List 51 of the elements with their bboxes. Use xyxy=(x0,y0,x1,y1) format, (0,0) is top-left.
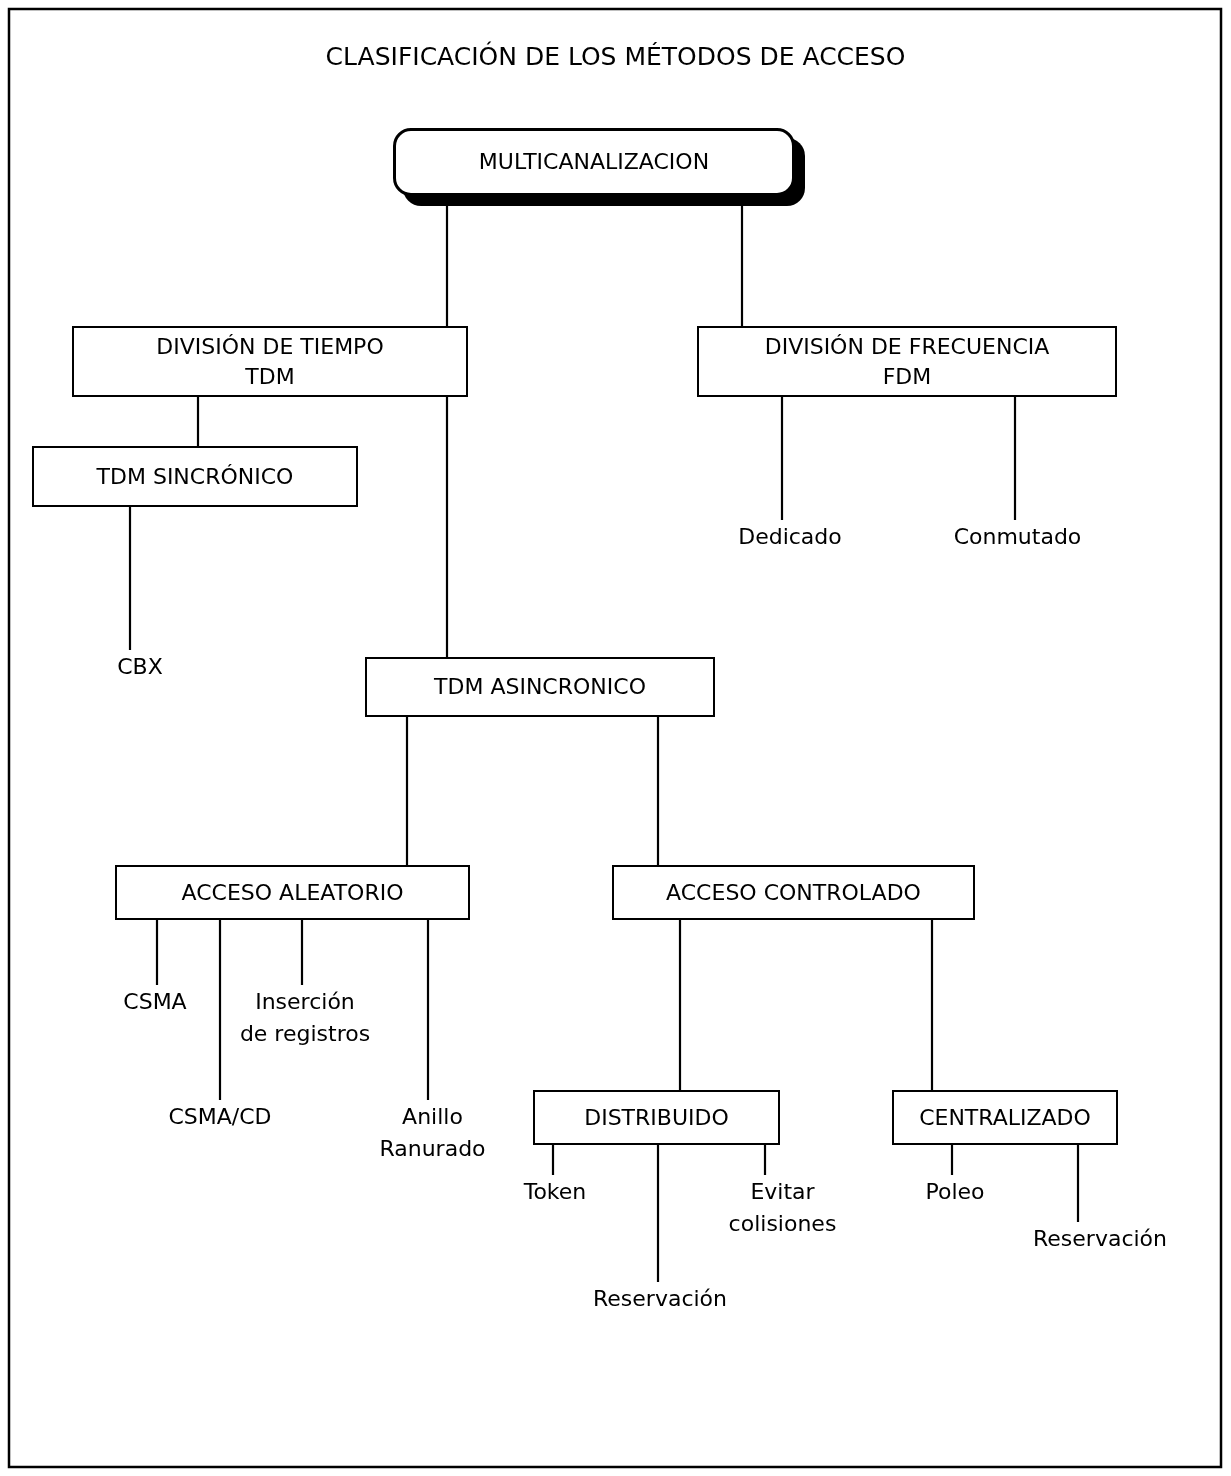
connector-line xyxy=(128,507,132,650)
box-text: MULTICANALIZACION xyxy=(478,148,710,176)
method-label: CBX xyxy=(105,650,175,684)
connector-line xyxy=(426,920,430,1100)
connector-line xyxy=(1013,397,1017,520)
method-label: Poleo xyxy=(910,1175,1000,1209)
box-text: FDM xyxy=(882,362,932,391)
connector-line xyxy=(930,920,934,1090)
connector-line xyxy=(551,1145,555,1175)
root-box xyxy=(393,128,795,196)
method-label: Dedicado xyxy=(715,520,865,554)
connector-line xyxy=(780,397,784,520)
category-box xyxy=(697,326,1117,397)
box-text: TDM SINCRÓNICO xyxy=(96,462,294,491)
category-box xyxy=(72,326,468,397)
connector-line xyxy=(405,717,409,865)
connector-line xyxy=(155,920,159,985)
method-label: Inserción de registros xyxy=(225,985,385,1051)
connector-line xyxy=(300,920,304,985)
category-box xyxy=(32,446,358,507)
connector-line xyxy=(218,920,222,1100)
box-text: TDM ASINCRONICO xyxy=(434,673,646,701)
box-text: DISTRIBUIDO xyxy=(584,1103,729,1132)
category-box xyxy=(115,865,470,920)
category-box xyxy=(612,865,975,920)
method-label: Token xyxy=(505,1175,605,1209)
method-label: Evitar colisiones xyxy=(710,1175,855,1241)
box-text: ACCESO CONTROLADO xyxy=(666,878,921,907)
method-label: CSMA/CD xyxy=(135,1100,305,1134)
method-label: Conmutado xyxy=(925,520,1110,554)
box-text: CENTRALIZADO xyxy=(919,1103,1091,1132)
connector-line xyxy=(445,397,449,657)
box-text: TDM xyxy=(245,362,295,391)
box-text: DIVISIÓN DE FRECUENCIA xyxy=(764,332,1050,361)
category-box xyxy=(365,657,715,717)
connector-line xyxy=(1076,1145,1080,1222)
method-label: Anillo Ranurado xyxy=(360,1100,505,1166)
connector-line xyxy=(656,717,660,865)
diagram-title: CLASIFICACIÓN DE LOS MÉTODOS DE ACCESO xyxy=(324,42,907,71)
connector-line xyxy=(763,1145,767,1175)
method-label: CSMA xyxy=(105,985,205,1019)
connector-line xyxy=(950,1145,954,1175)
connector-line xyxy=(196,397,200,446)
box-text: ACCESO ALEATORIO xyxy=(181,878,404,907)
connector-line xyxy=(656,1145,660,1282)
method-label: Reservación xyxy=(1005,1222,1195,1256)
category-box xyxy=(533,1090,780,1145)
method-label: Reservación xyxy=(575,1282,745,1316)
box-text: DIVISIÓN DE TIEMPO xyxy=(156,332,384,361)
connector-line xyxy=(678,920,682,1090)
category-box xyxy=(892,1090,1118,1145)
